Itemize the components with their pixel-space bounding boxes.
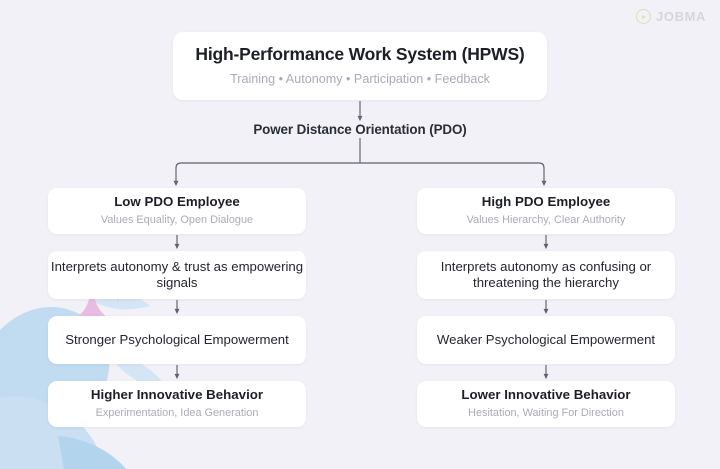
play-circle-icon xyxy=(636,9,652,24)
node-subtitle: Hesitation, Waiting For Direction xyxy=(468,407,624,420)
connector-bus-to-right xyxy=(538,162,547,187)
node-higher-innovative-behavior: Higher Innovative Behavior Experimentati… xyxy=(48,381,306,427)
node-hpws-root: High-Performance Work System (HPWS) Trai… xyxy=(173,32,547,100)
node-high-pdo-employee: High PDO Employee Values Hierarchy, Clea… xyxy=(417,188,675,234)
node-title: High PDO Employee xyxy=(481,194,611,210)
node-title: Weaker Psychological Empowerment xyxy=(436,331,656,347)
node-title: Higher Innovative Behavior xyxy=(90,387,264,403)
node-title: Stronger Psychological Empowerment xyxy=(65,331,289,347)
connector-bus-to-left xyxy=(173,162,182,187)
node-stronger-empowerment: Stronger Psychological Empowerment xyxy=(48,316,306,364)
node-title: High-Performance Work System (HPWS) xyxy=(195,44,525,65)
node-subtitle: Values Equality, Open Dialogue xyxy=(100,214,254,227)
node-title: Lower Innovative Behavior xyxy=(461,387,631,403)
brand-name: JOBMA xyxy=(656,9,706,24)
node-title: Interprets autonomy as confusing or thre… xyxy=(440,258,652,290)
node-lower-innovative-behavior: Lower Innovative Behavior Hesitation, Wa… xyxy=(417,381,675,427)
node-high-pdo-interpretation: Interprets autonomy as confusing or thre… xyxy=(417,251,675,299)
jobma-logo: JOBMA xyxy=(636,9,706,24)
node-subtitle: Training • Autonomy • Participation • Fe… xyxy=(230,72,490,87)
node-title: Interprets autonomy & trust as empowerin… xyxy=(50,258,304,290)
node-subtitle: Values Hierarchy, Clear Authority xyxy=(466,214,626,227)
node-title: Low PDO Employee xyxy=(114,194,240,210)
node-pdo-mediator: Power Distance Orientation (PDO) xyxy=(253,122,467,137)
node-low-pdo-employee: Low PDO Employee Values Equality, Open D… xyxy=(48,188,306,234)
node-low-pdo-interpretation: Interprets autonomy & trust as empowerin… xyxy=(48,251,306,299)
node-subtitle: Experimentation, Idea Generation xyxy=(95,407,259,420)
node-weaker-empowerment: Weaker Psychological Empowerment xyxy=(417,316,675,364)
